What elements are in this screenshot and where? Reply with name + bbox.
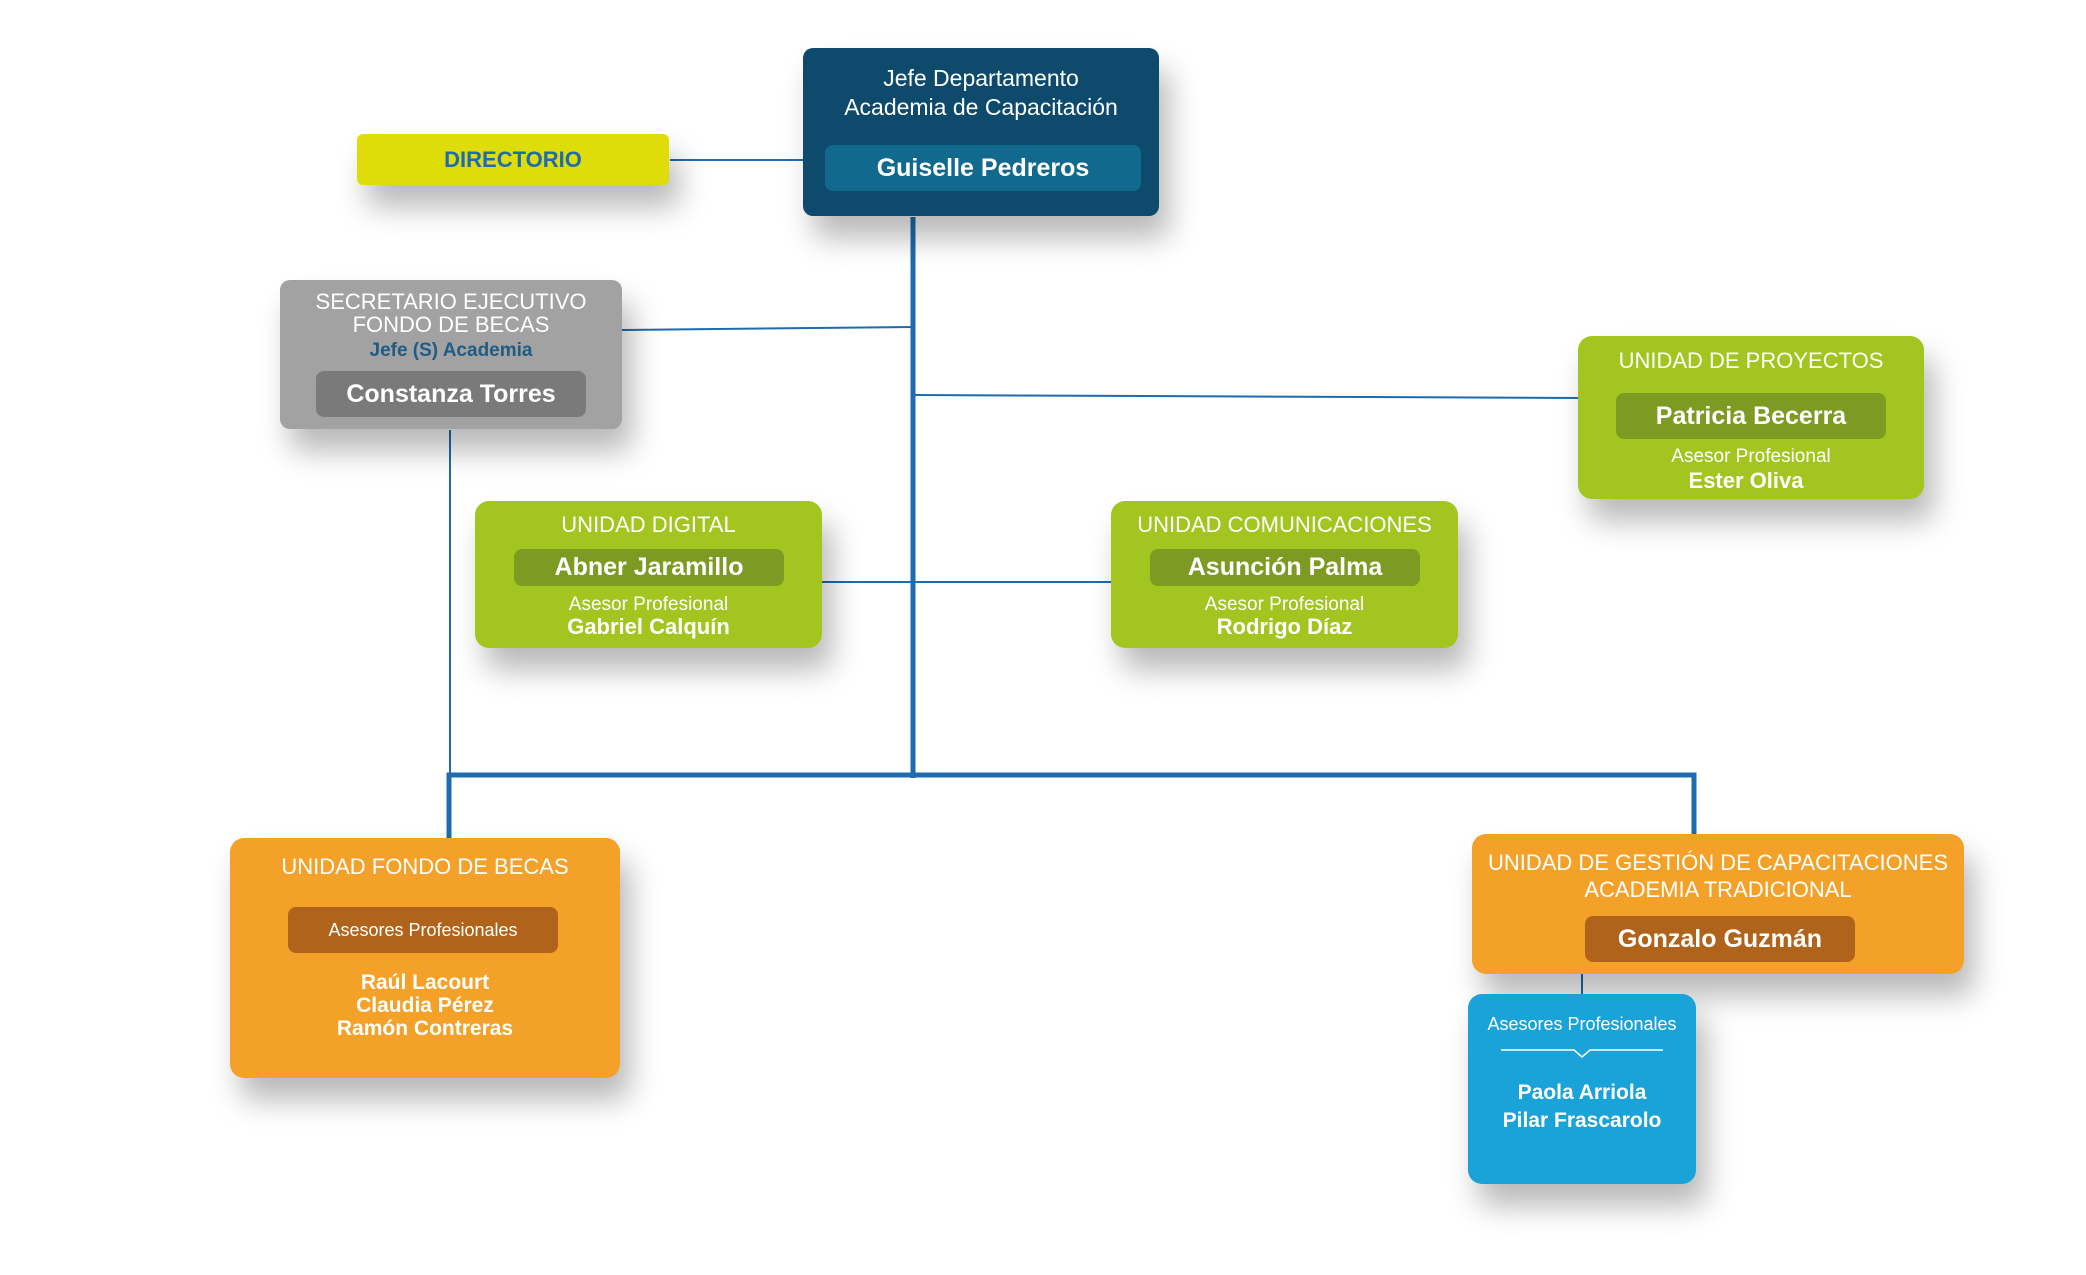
- unidad-gestion-box: UNIDAD DE GESTIÓN DE CAPACITACIONES ACAD…: [1472, 834, 1964, 974]
- connector-secretario: [621, 326, 914, 331]
- secretario-title-line2: FONDO DE BECAS: [352, 312, 550, 337]
- proyectos-name: Patricia Becerra: [1616, 393, 1886, 439]
- gestion-asesores-advisor-2: Pilar Frascarolo: [1502, 1109, 1662, 1132]
- gestion-asesores-divider: [1501, 1049, 1663, 1058]
- secretario-title-line1: SECRETARIO EJECUTIVO: [315, 289, 587, 314]
- gestion-title-line1: UNIDAD DE GESTIÓN DE CAPACITACIONES: [1487, 850, 1949, 875]
- directorio-box: DIRECTORIO: [357, 134, 669, 185]
- unidad-proyectos-box: UNIDAD DE PROYECTOS Patricia Becerra Ase…: [1578, 336, 1924, 499]
- jefe-departamento-box: Jefe Departamento Academia de Capacitaci…: [803, 48, 1159, 216]
- comunicaciones-title: UNIDAD COMUNICACIONES: [1137, 512, 1432, 537]
- proyectos-advisor-role: Asesor Profesional: [1671, 446, 1831, 467]
- comunicaciones-advisor-name: Rodrigo Díaz: [1216, 614, 1353, 639]
- digital-advisor-role: Asesor Profesional: [568, 594, 729, 615]
- digital-advisor-name: Gabriel Calquín: [567, 614, 730, 639]
- fondo-becas-advisor-3: Ramón Contreras: [336, 1017, 514, 1040]
- directorio-label: DIRECTORIO: [444, 147, 582, 172]
- gestion-asesores-advisor-1: Paola Arriola: [1517, 1081, 1647, 1104]
- proyectos-advisor-name: Ester Oliva: [1688, 468, 1804, 493]
- secretario-box: SECRETARIO EJECUTIVO FONDO DE BECAS Jefe…: [280, 280, 622, 429]
- jefe-title-line2: Academia de Capacitación: [844, 94, 1118, 120]
- connector-bottom-bus: [446, 772, 1697, 840]
- fondo-becas-title: UNIDAD FONDO DE BECAS: [281, 854, 569, 879]
- unidad-comunicaciones-box: UNIDAD COMUNICACIONES Asunción Palma Ase…: [1111, 501, 1458, 648]
- jefe-name: Guiselle Pedreros: [825, 145, 1141, 191]
- fondo-becas-advisor-2: Claudia Pérez: [356, 994, 494, 1017]
- secretario-subtitle: Jefe (S) Academia: [369, 340, 533, 361]
- digital-name: Abner Jaramillo: [514, 549, 784, 586]
- proyectos-title: UNIDAD DE PROYECTOS: [1618, 348, 1884, 373]
- unidad-digital-box: UNIDAD DIGITAL Abner Jaramillo Asesor Pr…: [475, 501, 822, 648]
- secretario-name: Constanza Torres: [316, 371, 586, 417]
- gestion-name: Gonzalo Guzmán: [1585, 916, 1855, 962]
- fondo-becas-advisor-1: Raúl Lacourt: [360, 971, 490, 994]
- digital-title: UNIDAD DIGITAL: [561, 512, 736, 537]
- gestion-title-line2: ACADEMIA TRADICIONAL: [1584, 877, 1852, 902]
- gestion-asesores-box: Asesores Profesionales Paola Arriola Pil…: [1468, 994, 1696, 1184]
- connector-proyectos: [912, 394, 1583, 399]
- comunicaciones-name: Asunción Palma: [1150, 549, 1420, 586]
- comunicaciones-advisor-role: Asesor Profesional: [1204, 594, 1365, 615]
- gestion-asesores-label: Asesores Profesionales: [1487, 1014, 1677, 1034]
- jefe-title-line1: Jefe Departamento: [883, 65, 1079, 91]
- unidad-fondo-becas-box: UNIDAD FONDO DE BECAS Asesores Profesion…: [230, 838, 620, 1078]
- fondo-becas-advisors-label: Asesores Profesionales: [288, 907, 558, 953]
